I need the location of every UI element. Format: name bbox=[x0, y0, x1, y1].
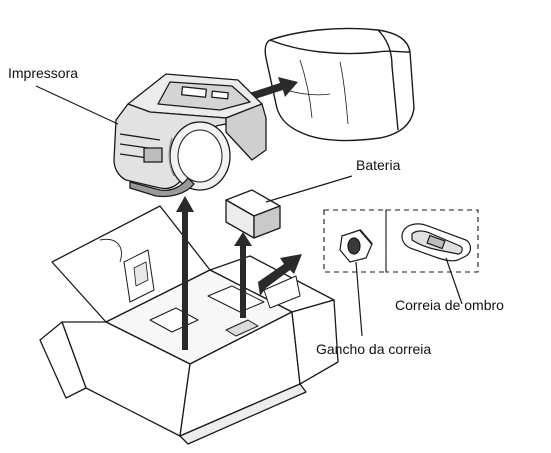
label-shoulder-strap: Correia de ombro bbox=[395, 298, 504, 312]
shoulder-strap bbox=[402, 224, 471, 261]
label-printer: Impressora bbox=[8, 66, 78, 80]
label-belt-hook: Gancho da correia bbox=[316, 342, 431, 356]
printer-device bbox=[114, 74, 266, 197]
printer-leader-line bbox=[36, 86, 118, 124]
shipping-box bbox=[40, 206, 338, 444]
belt-hook bbox=[340, 230, 372, 262]
label-battery: Bateria bbox=[356, 158, 400, 172]
belt-hook-leader-line bbox=[356, 262, 362, 336]
battery-pack bbox=[226, 190, 280, 238]
battery-leader-line bbox=[266, 176, 352, 202]
